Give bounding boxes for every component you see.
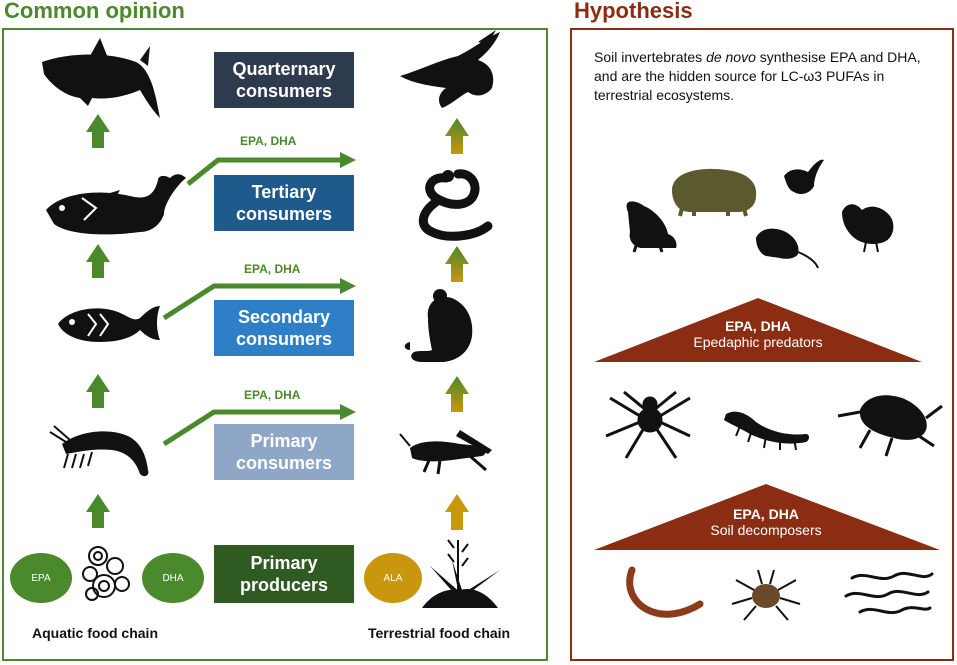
dha-circle-label: DHA [162,572,184,584]
hypothesis-text-start: Soil invertebrates [594,49,707,65]
secondary-consumers-box: Secondary consumers [214,300,354,356]
hypothesis-title: Hypothesis [574,0,693,23]
quarternary-consumers-label: Quarternary consumers [232,58,336,102]
aquatic-arrow-2 [86,244,110,278]
aquatic-arrow-3 [86,374,110,408]
upper-pyramid-shape [594,298,922,362]
epa-arrow-2 [162,283,342,321]
epa-dha-label-3: EPA, DHA [244,388,301,402]
hypothesis-text-italic: de novo [706,49,756,65]
tertiary-consumers-box: Tertiary consumers [214,175,354,231]
spider-icon [605,390,691,459]
primary-consumers-label: Primary consumers [235,430,333,474]
epa-dha-arrows [162,157,342,447]
primary-consumers-box: Primary consumers [214,424,354,480]
quarternary-consumers-box: Quarternary consumers [214,52,354,108]
small-fish-icon [58,306,160,342]
common-opinion-title: Common opinion [4,0,185,23]
epa-circle-label: EPA [31,572,51,584]
shark-icon [42,38,160,118]
epa-dha-label-1: EPA, DHA [240,134,297,148]
mite-icon [731,569,801,621]
lower-pyramid-bold: EPA, DHA [733,506,799,522]
grasshopper-icon [399,430,492,475]
common-opinion-panel [2,28,548,661]
earthworm-icon [626,566,704,618]
shrimp-icon [49,425,149,477]
hypothesis-panel [570,28,954,661]
eagle-icon [400,30,500,108]
aquatic-arrow-4 [86,494,110,528]
secondary-consumers-label: Secondary consumers [235,306,333,350]
pig-icon [672,168,757,217]
rodent-icon [756,228,819,269]
ala-circle-label: ALA [383,572,403,584]
epa-arrow-1 [186,157,342,186]
lower-pyramid-shape [594,484,940,550]
phytoplankton-icon [82,546,130,601]
upper-pyramid-bold: EPA, DHA [725,318,791,334]
tertiary-consumers-label: Tertiary consumers [235,181,333,225]
chicken-icon [842,204,894,253]
primary-producers-label: Primary producers [239,552,329,596]
terrestrial-arrows [445,118,469,412]
skunk-icon [626,201,677,253]
upper-pyramid-label: Epedaphic predators [693,334,823,350]
snake-head [442,170,454,182]
hypothesis-text: Soil invertebrates de novo synthesise EP… [594,48,934,105]
epa-circle: EPA [10,553,72,603]
lower-pyramid-label: Soil decomposers [710,522,822,538]
terrestrial-arrow-2 [445,246,469,282]
large-fish-icon [46,174,186,235]
terrestrial-arrow-4 [445,494,469,530]
nematodes-icon [844,571,934,615]
centipede-icon [724,411,809,451]
bird-icon [784,159,824,194]
terrestrial-arrow-3 [445,376,469,412]
upper-pyramid-text: EPA, DHA Epedaphic predators [648,318,868,350]
beetle-icon [837,395,943,457]
epa-arrow-3 [162,409,342,447]
terrestrial-arrow-1 [445,118,469,154]
dha-circle: DHA [142,553,204,603]
hypothesis-text-end: synthesise EPA and DHA, and are the hidd… [594,49,921,103]
lower-pyramid-text: EPA, DHA Soil decomposers [656,506,876,538]
epa-dha-label-2: EPA, DHA [244,262,301,276]
aquatic-arrow-1 [86,114,110,148]
primary-producers-box: Primary producers [214,545,354,603]
terrestrial-chain-label: Terrestrial food chain [368,625,511,641]
aquatic-chain-label: Aquatic food chain [32,625,158,641]
plant-icon [422,539,500,608]
ala-circle: ALA [364,553,422,603]
aquatic-arrows [86,114,110,528]
mouse-icon [404,289,473,362]
snake-icon [418,169,493,241]
